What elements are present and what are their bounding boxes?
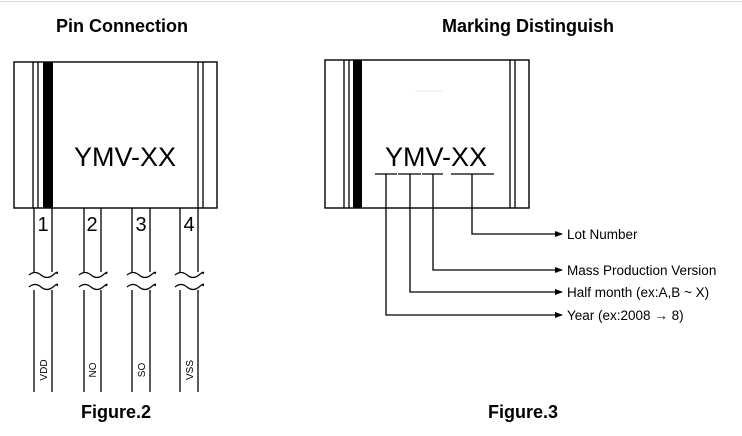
figure3-caption: Figure.3 bbox=[488, 402, 558, 422]
leader-mass-production-version bbox=[432, 174, 563, 273]
figure3-package-body bbox=[324, 59, 530, 209]
figure3-marking: YMV-XX bbox=[385, 142, 487, 172]
annotation-lot-number: Lot Number bbox=[567, 227, 638, 242]
pin-signal-4: VSS bbox=[185, 360, 196, 380]
annotation-half-month: Half month (ex:A,B ~ X) bbox=[567, 285, 709, 300]
figure2-heading: Pin Connection bbox=[56, 16, 188, 36]
pin-number-3: 3 bbox=[135, 214, 146, 236]
figure3-marking-distinguish: Marking Distinguish YMV-XX Lot Number M bbox=[324, 16, 716, 422]
pin-signal-3: SO bbox=[137, 363, 148, 378]
lead-3 bbox=[126, 208, 157, 392]
pin-number-1: 1 bbox=[37, 214, 48, 236]
pin1-indicator-stripe bbox=[43, 62, 53, 208]
leader-lines bbox=[385, 174, 563, 318]
figure2-leads bbox=[28, 208, 205, 392]
pin-number-2: 2 bbox=[86, 214, 97, 236]
annotation-mass-production-version: Mass Production Version bbox=[567, 263, 716, 278]
pin1-indicator-stripe bbox=[353, 60, 362, 208]
lead-2 bbox=[78, 208, 108, 392]
figure2-marking: YMV-XX bbox=[74, 142, 176, 172]
figure2-package-body bbox=[13, 61, 218, 209]
pin-signal-2: NO bbox=[88, 362, 99, 377]
pin-number-4: 4 bbox=[183, 214, 194, 236]
figure3-heading: Marking Distinguish bbox=[442, 16, 614, 36]
lead-1 bbox=[28, 208, 59, 392]
leader-lot-number bbox=[471, 174, 563, 237]
lead-4 bbox=[174, 208, 205, 392]
pin-signal-1: VDD bbox=[39, 359, 50, 380]
leader-half-month bbox=[409, 174, 563, 295]
figure2-pin-connection: Pin Connection YMV-XX bbox=[13, 16, 218, 422]
annotation-year: Year (ex:2008 → 8) bbox=[567, 308, 684, 323]
leader-year bbox=[385, 174, 563, 318]
figure2-caption: Figure.2 bbox=[81, 402, 151, 422]
